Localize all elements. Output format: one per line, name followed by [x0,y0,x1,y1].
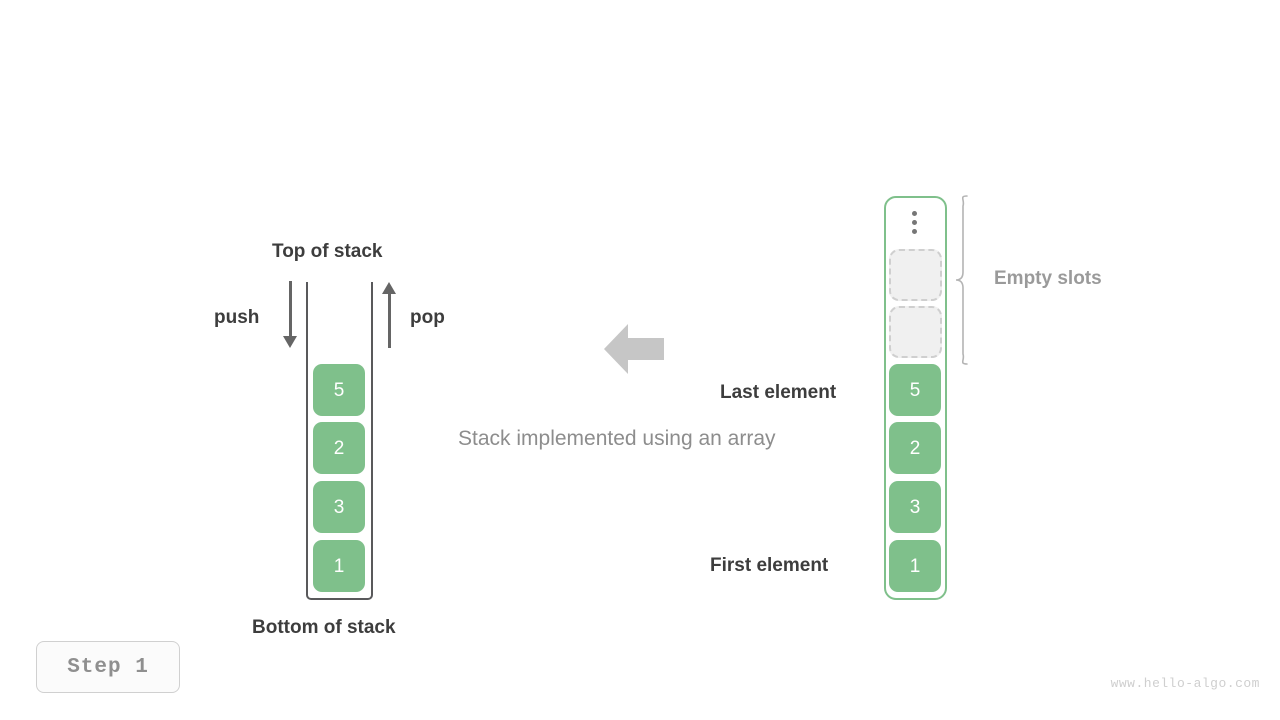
top-of-stack-label: Top of stack [272,241,383,262]
array-cell: 3 [889,481,941,533]
push-arrow-shaft [289,281,292,337]
vertical-ellipsis-icon [908,211,920,237]
array-cell: 2 [889,422,941,474]
stack-container [306,282,373,600]
array-cell: 5 [889,364,941,416]
curly-brace-icon [955,195,968,365]
stack-cell: 1 [313,540,365,592]
stack-cell: 5 [313,364,365,416]
stack-cell: 3 [313,481,365,533]
push-label: push [214,307,260,328]
arrow-left-icon [604,324,664,374]
pop-label: pop [410,307,445,328]
empty-slot [889,249,942,301]
stack-cell: 2 [313,422,365,474]
last-element-label: Last element [720,382,837,403]
empty-slot [889,306,942,358]
arrow-down-icon [283,336,297,348]
first-element-label: First element [710,555,829,576]
bottom-of-stack-label: Bottom of stack [252,617,396,638]
step-badge: Step 1 [36,641,180,693]
pop-arrow-shaft [388,292,391,348]
empty-slots-label: Empty slots [994,268,1102,289]
arrow-up-icon [382,282,396,294]
array-cell: 1 [889,540,941,592]
diagram-caption: Stack implemented using an array [458,427,776,450]
watermark: www.hello-algo.com [1110,676,1260,691]
